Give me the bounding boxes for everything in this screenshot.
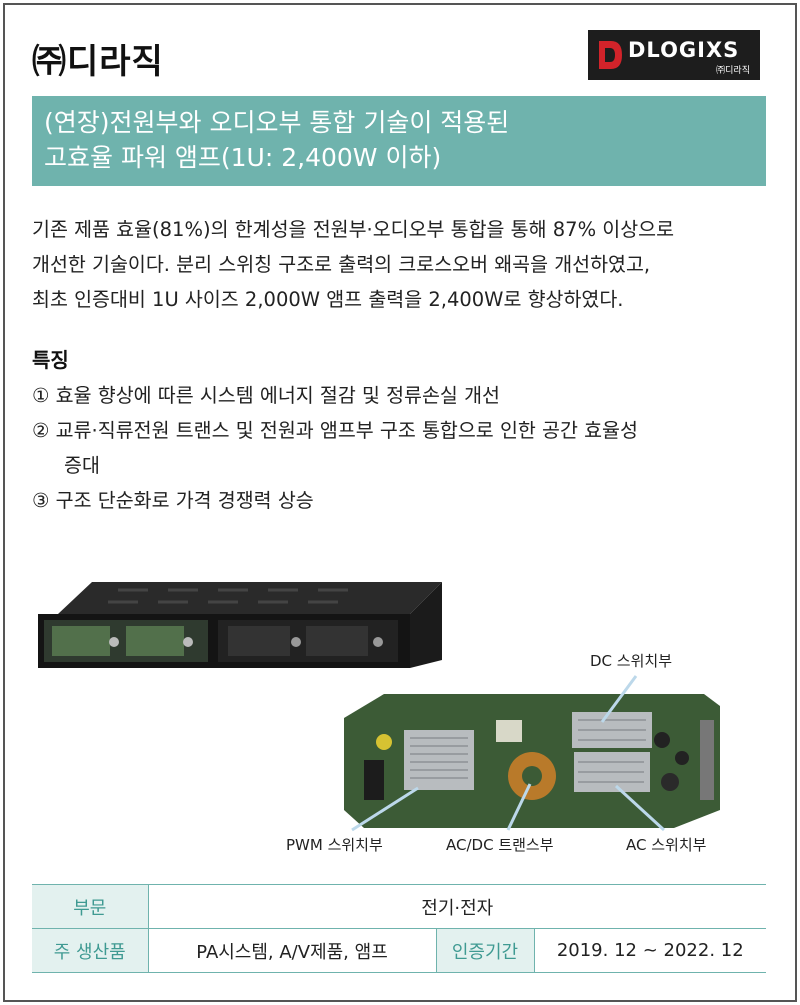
feature-item: ① 효율 향상에 따른 시스템 에너지 절감 및 정류손실 개선 [32, 384, 500, 407]
label-pwm-switch: PWM 스위치부 [286, 836, 383, 854]
amplifier-photo [38, 582, 442, 668]
cert-value: 2019. 12 ~ 2022. 12 [533, 928, 766, 973]
features-list: ① 효율 향상에 따른 시스템 에너지 절감 및 정류손실 개선 ② 교류·직류… [32, 378, 772, 518]
circuit-board-photo [344, 694, 720, 828]
title-line-1: (연장)전원부와 오디오부 통합 기술이 적용된 [44, 108, 510, 137]
info-table: 부문 전기·전자 주 생산품 PA시스템, A/V제품, 앰프 인증기간 201… [32, 884, 766, 973]
description: 기존 제품 효율(81%)의 한계성을 전원부·오디오부 통합을 통해 87% … [32, 212, 772, 317]
feature-item: ② 교류·직류전원 트랜스 및 전원과 앰프부 구조 통합으로 인한 공간 효율… [32, 419, 638, 442]
label-ac-switch: AC 스위치부 [626, 836, 707, 854]
company-logo: DLOGIXS ㈜디라직 [588, 30, 760, 80]
product-value: PA시스템, A/V제품, 앰프 [147, 928, 436, 973]
description-line: 개선한 기술이다. 분리 스위칭 구조로 출력의 크로스오버 왜곡을 개선하였고… [32, 253, 651, 276]
logo-brand: DLOGIXS [628, 38, 740, 62]
logo-subtitle: ㈜디라직 [716, 66, 750, 76]
cert-label: 인증기간 [435, 928, 534, 973]
description-line: 최초 인증대비 1U 사이즈 2,000W 앰프 출력을 2,400W로 향상하… [32, 288, 624, 311]
label-acdc-trans: AC/DC 트랜스부 [446, 836, 554, 854]
company-name: ㈜디라직 [32, 42, 164, 82]
label-dc-switch: DC 스위치부 [590, 652, 672, 670]
page-frame [3, 3, 797, 1002]
feature-item: ③ 구조 단순화로 가격 경쟁력 상승 [32, 489, 314, 512]
product-label: 주 생산품 [32, 928, 148, 973]
logo-mark-icon [599, 41, 622, 69]
title-banner: (연장)전원부와 오디오부 통합 기술이 적용된 고효율 파워 앰프(1U: 2… [32, 96, 766, 186]
description-line: 기존 제품 효율(81%)의 한계성을 전원부·오디오부 통합을 통해 87% … [32, 218, 675, 241]
dept-label: 부문 [32, 884, 148, 929]
dept-value: 전기·전자 [147, 884, 766, 929]
title-line-2: 고효율 파워 앰프(1U: 2,400W 이하) [44, 143, 442, 172]
feature-item-continuation: 증대 [64, 454, 100, 477]
features-heading: 특징 [32, 348, 69, 372]
